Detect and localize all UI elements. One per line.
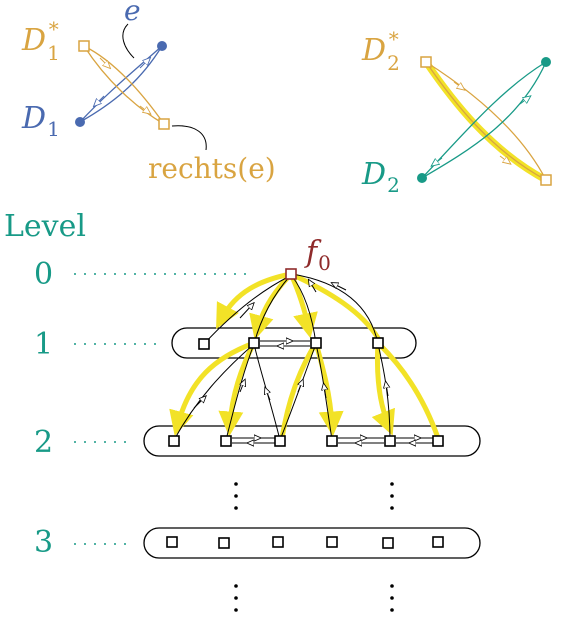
level-3-container [143,527,481,559]
dual-arrow-2 [499,155,508,162]
same-level-edges [232,341,434,443]
non-tree-edges [173,273,391,441]
primal-edge-lower [421,61,547,179]
dual-vertex-bottom [158,118,170,130]
level-2-nodes [168,435,444,447]
dual-edge-lower [83,45,165,125]
primal-edge-upper [79,45,163,123]
example-1: e D1* D1 rechts(e) [21,0,276,185]
dual-edge-upper [425,61,547,181]
level-3-nodes [166,536,444,549]
continuation-dots [234,482,394,612]
dual-label-1: D1* [21,17,60,65]
level-3-label: 3 [34,525,53,560]
primal-arrow-2 [139,60,148,69]
level-legend: Level 0 1 2 3 [4,209,250,560]
primal-label-1: D1 [21,101,60,141]
level-heading: Level [4,209,86,244]
dual-arrow-2 [139,105,148,112]
root-label: f0 [304,235,331,275]
dual-vertex-top [78,40,90,52]
dual-vertex-bottom [540,174,552,186]
level-2-container [143,425,481,457]
dual-vertex-top [420,56,432,68]
level-2-label: 2 [34,425,53,460]
dual-edge-lower [425,61,547,181]
primal-vertex-top [541,57,551,67]
primal-arrow-1 [434,157,443,164]
primal-label-2: D2 [361,157,400,197]
dual-edge-upper [83,45,165,125]
edge-label-pointer [122,23,135,59]
primal-arrow-1 [96,95,105,104]
root-node [285,268,297,280]
primal-vertex-top [157,41,167,51]
primal-edge-lower [79,45,163,123]
right-label: rechts(e) [148,152,276,185]
dual-label-2: D2* [361,27,400,75]
level-0-label: 0 [34,257,53,292]
primal-vertex-bottom [75,117,85,127]
level-1-nodes [198,337,384,350]
primal-vertex-bottom [417,173,427,183]
bfs-tree-edges [169,271,441,441]
edge-label: e [124,0,141,27]
level-1-label: 1 [34,327,53,362]
example-2: D2* D2 [361,27,552,197]
dual-highlight [422,58,550,184]
dual-arrow-1 [99,57,108,66]
right-label-pointer [171,125,207,151]
dual-arrow-1 [453,81,462,88]
primal-arrow-2 [519,98,528,105]
